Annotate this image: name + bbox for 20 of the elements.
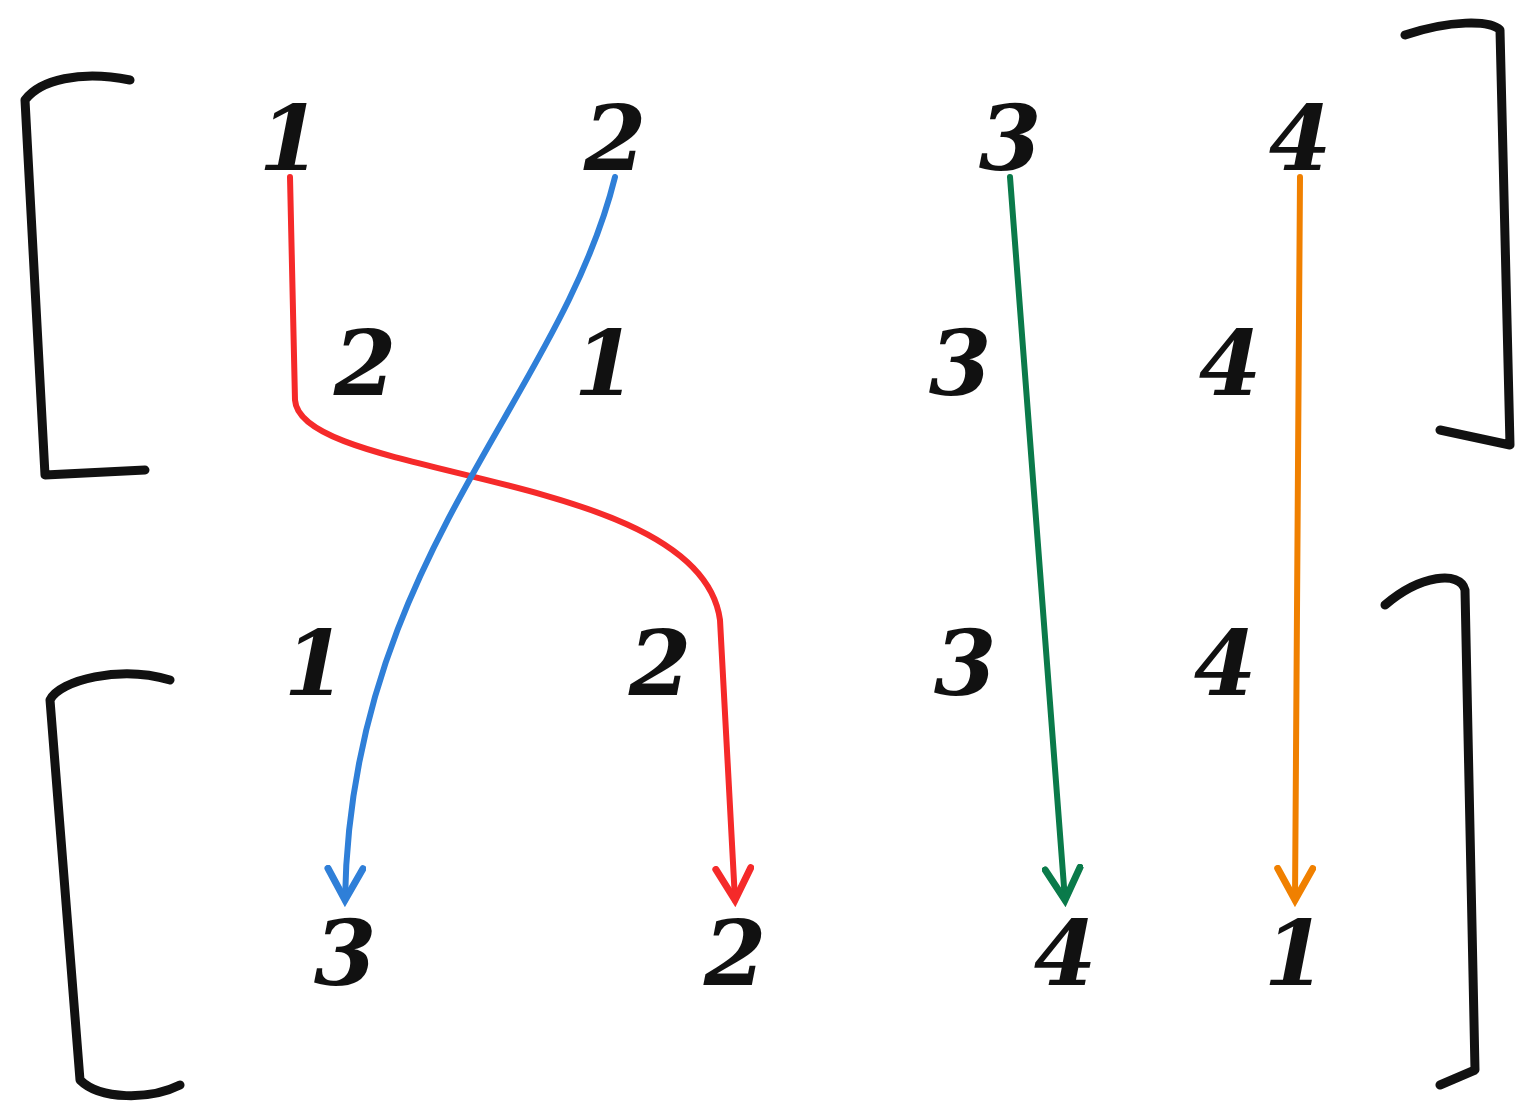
digit: 3 (310, 900, 380, 1000)
digit: 4 (1030, 900, 1100, 1000)
digit: 4 (1265, 85, 1335, 185)
digit-label: 2 (332, 310, 398, 410)
digit: 2 (700, 900, 770, 1000)
digit: 1 (255, 85, 325, 185)
digit-label: 1 (282, 610, 348, 710)
digit-label: 4 (1197, 310, 1263, 410)
digit: 1 (1260, 900, 1330, 1000)
arrow (326, 174, 618, 904)
arrow (1274, 174, 1317, 904)
digit: 2 (580, 85, 650, 185)
digit-label: 4 (1192, 610, 1258, 710)
digit-label: 2 (627, 610, 693, 710)
arrow (287, 174, 755, 904)
digit: 3 (975, 85, 1045, 185)
arrow (1007, 174, 1084, 904)
digit-label: 1 (572, 310, 638, 410)
digit-label: 3 (932, 610, 998, 710)
digit-label: 3 (927, 310, 993, 410)
